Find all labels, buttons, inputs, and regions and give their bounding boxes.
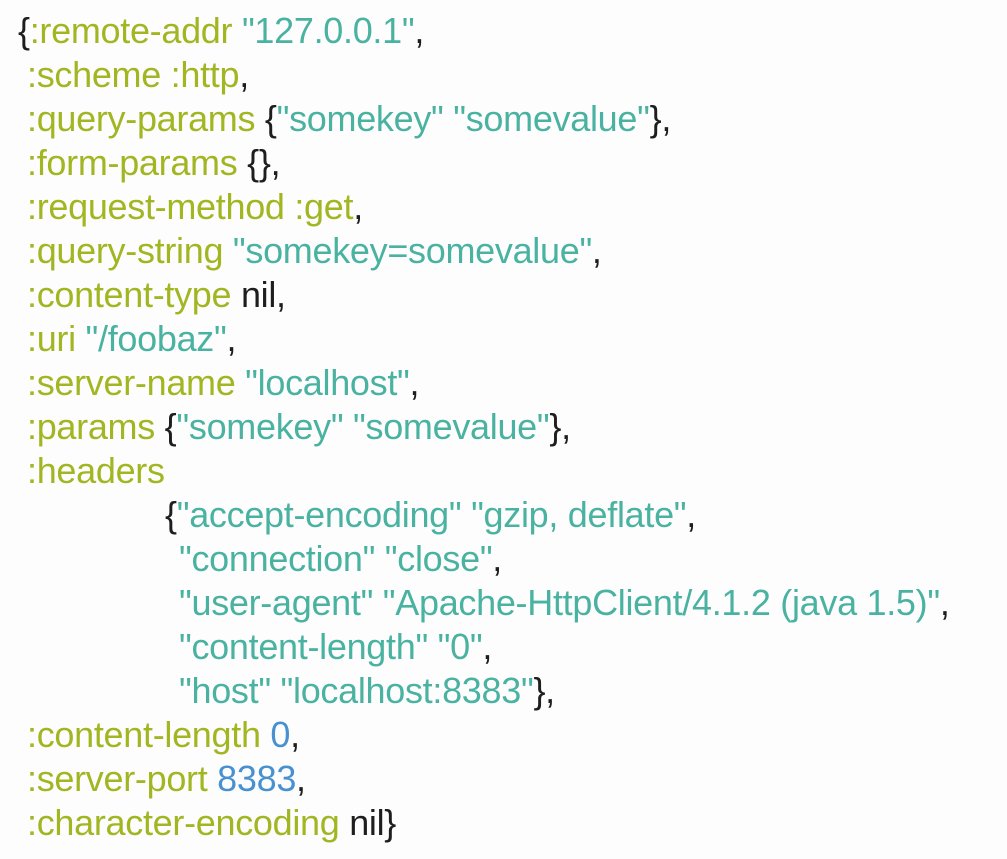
keyword-token: :server-port bbox=[27, 758, 208, 799]
punctuation-token: }, bbox=[649, 98, 672, 139]
string-token: "/foobaz" bbox=[85, 318, 227, 359]
string-token: "content-length" bbox=[179, 626, 428, 667]
number-token: 8383 bbox=[217, 758, 297, 799]
punctuation-token: , bbox=[482, 626, 493, 667]
code-line: :headers bbox=[0, 449, 1007, 493]
punctuation-token: nil} bbox=[349, 802, 397, 843]
keyword-token: :headers bbox=[27, 450, 165, 491]
space-token bbox=[373, 582, 383, 623]
punctuation-token: , bbox=[492, 538, 502, 579]
space-token bbox=[255, 98, 265, 139]
space-token bbox=[76, 318, 86, 359]
string-token: "close" bbox=[384, 538, 493, 579]
string-token: "somekey" bbox=[276, 98, 444, 139]
space-token bbox=[237, 142, 247, 183]
code-line: :server-name "localhost", bbox=[0, 361, 1007, 405]
punctuation-token: , bbox=[414, 10, 425, 51]
punctuation-token: nil, bbox=[240, 274, 286, 315]
space-token bbox=[223, 230, 233, 271]
space-token bbox=[155, 406, 165, 447]
space-token bbox=[261, 714, 271, 755]
code-line: :uri "/foobaz", bbox=[0, 317, 1007, 361]
keyword-token: :query-string bbox=[27, 230, 224, 271]
code-line: {"accept-encoding" "gzip, deflate", bbox=[0, 493, 1007, 537]
punctuation-token: , bbox=[409, 362, 420, 403]
string-token: "accept-encoding" bbox=[176, 494, 462, 535]
keyword-token: :params bbox=[27, 406, 155, 447]
string-token: "somekey" bbox=[176, 406, 344, 447]
punctuation-token: , bbox=[239, 54, 249, 95]
code-line: :character-encoding nil} bbox=[0, 801, 1007, 845]
string-token: "0" bbox=[437, 626, 483, 667]
keyword-token: :scheme bbox=[27, 54, 161, 95]
string-token: "127.0.0.1" bbox=[241, 10, 415, 51]
keyword-token: :request-method bbox=[27, 186, 285, 227]
code-line: :form-params {}, bbox=[0, 141, 1007, 185]
number-token: 0 bbox=[270, 714, 291, 755]
space-token bbox=[461, 494, 471, 535]
code-line: "user-agent" "Apache-HttpClient/4.1.2 (j… bbox=[0, 581, 1007, 625]
code-line: :params {"somekey" "somevalue"}, bbox=[0, 405, 1007, 449]
keyword-token: :content-length bbox=[27, 714, 261, 755]
punctuation-token: , bbox=[290, 714, 300, 755]
keyword-token: :query-params bbox=[27, 98, 256, 139]
code-line: :content-type nil, bbox=[0, 273, 1007, 317]
code-line: :server-port 8383, bbox=[0, 757, 1007, 801]
code-line: "connection" "close", bbox=[0, 537, 1007, 581]
code-line: {:remote-addr "127.0.0.1", bbox=[0, 9, 1007, 53]
code-line: :request-method :get, bbox=[0, 185, 1007, 229]
punctuation-token: { bbox=[18, 10, 30, 51]
space-token bbox=[235, 362, 245, 403]
code-line: "content-length" "0", bbox=[0, 625, 1007, 669]
string-token: "somevalue" bbox=[353, 406, 550, 447]
punctuation-token: , bbox=[939, 582, 950, 623]
keyword-token: :uri bbox=[27, 318, 76, 359]
keyword-token: :server-name bbox=[27, 362, 236, 403]
punctuation-token: }, bbox=[533, 670, 555, 711]
space-token bbox=[339, 802, 349, 843]
keyword-token: :character-encoding bbox=[27, 802, 340, 843]
punctuation-token: , bbox=[686, 494, 696, 535]
code-line: :scheme :http, bbox=[0, 53, 1007, 97]
code-line: "host" "localhost:8383"}, bbox=[0, 669, 1007, 713]
punctuation-token: , bbox=[591, 230, 602, 271]
space-token bbox=[232, 10, 242, 51]
punctuation-token: { bbox=[164, 406, 177, 447]
punctuation-token: , bbox=[353, 186, 363, 227]
space-token bbox=[207, 758, 217, 799]
string-token: "localhost:8383" bbox=[280, 670, 534, 711]
string-token: "host" bbox=[179, 670, 271, 711]
punctuation-token: }, bbox=[549, 406, 571, 447]
punctuation-token: {}, bbox=[247, 142, 281, 183]
string-token: "gzip, deflate" bbox=[471, 494, 687, 535]
keyword-token: :content-type bbox=[27, 274, 232, 315]
space-token bbox=[161, 54, 171, 95]
string-token: "somekey=somevalue" bbox=[232, 230, 592, 271]
punctuation-token: { bbox=[165, 494, 177, 535]
space-token bbox=[375, 538, 385, 579]
space-token bbox=[428, 626, 438, 667]
string-token: "localhost" bbox=[245, 362, 410, 403]
keyword-token: :remote-addr bbox=[29, 10, 233, 51]
code-line: :query-string "somekey=somevalue", bbox=[0, 229, 1007, 273]
string-token: "connection" bbox=[179, 538, 376, 579]
punctuation-token: { bbox=[264, 98, 277, 139]
code-line: :query-params {"somekey" "somevalue"}, bbox=[0, 97, 1007, 141]
keyword-token: :http bbox=[170, 54, 240, 95]
string-token: "somevalue" bbox=[453, 98, 650, 139]
code-line: :content-length 0, bbox=[0, 713, 1007, 757]
string-token: "user-agent" bbox=[179, 582, 374, 623]
space-token bbox=[285, 186, 295, 227]
keyword-token: :form-params bbox=[27, 142, 238, 183]
space-token bbox=[444, 98, 454, 139]
keyword-token: :get bbox=[294, 186, 354, 227]
string-token: "Apache-HttpClient/4.1.2 (java 1.5)" bbox=[382, 582, 940, 623]
space-token bbox=[271, 670, 281, 711]
space-token bbox=[343, 406, 353, 447]
punctuation-token: , bbox=[226, 318, 237, 359]
punctuation-token: , bbox=[296, 758, 306, 799]
space-token bbox=[231, 274, 241, 315]
